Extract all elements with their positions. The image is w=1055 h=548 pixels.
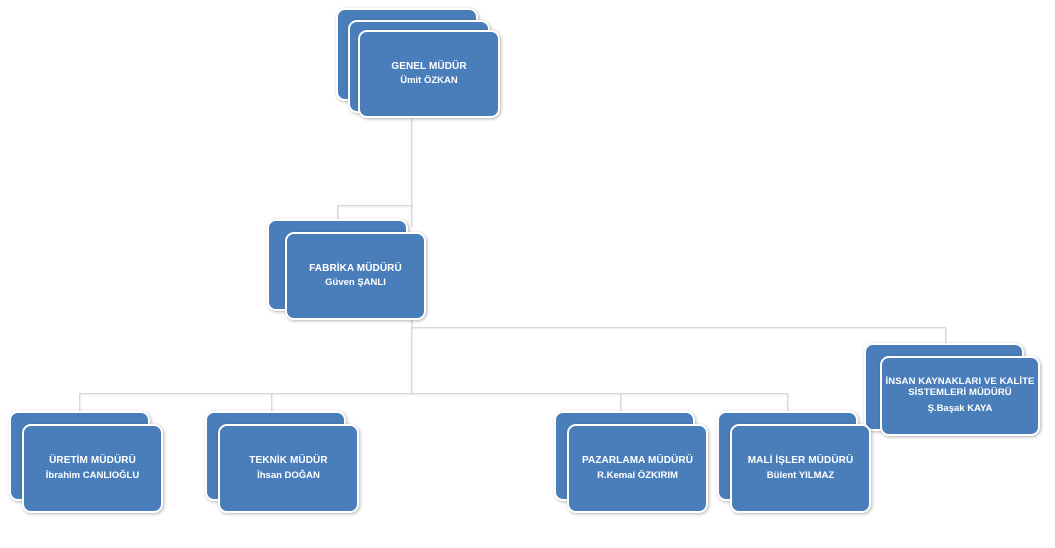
node-pazarlama-muduru-person: R.Kemal ÖZKIRIM: [597, 469, 678, 481]
connector-to-fabrika-stub: [337, 205, 338, 221]
node-genel-mudur-card[interactable]: GENEL MÜDÜR Ümit ÖZKAN: [358, 30, 500, 118]
node-uretim-muduru-person: İbrahim CANLIOĞLU: [45, 469, 140, 481]
node-pazarlama-muduru-card[interactable]: PAZARLAMA MÜDÜRÜ R.Kemal ÖZKIRIM: [567, 424, 708, 513]
node-mali-isler-muduru-title: MALİ İŞLER MÜDÜRÜ: [747, 455, 854, 467]
connector-bus-upper: [411, 327, 946, 328]
connector-to-teknik-stub: [271, 393, 272, 412]
connector-genelmudur-down: [411, 117, 412, 227]
connector-bus-lower: [79, 393, 788, 394]
node-teknik-mudur-person: İhsan DOĞAN: [257, 469, 320, 481]
node-genel-mudur-title: GENEL MÜDÜR: [391, 60, 467, 72]
connector-to-insankaynaklari-stub: [945, 327, 946, 345]
node-uretim-muduru-card[interactable]: ÜRETİM MÜDÜRÜ İbrahim CANLIOĞLU: [22, 424, 163, 513]
connector-to-fabrika-horizontal: [337, 205, 412, 206]
node-insan-kaynaklari-person: Ş.Başak KAYA: [927, 403, 993, 415]
connector-to-uretim-stub: [79, 393, 80, 412]
node-genel-mudur-person: Ümit ÖZKAN: [400, 75, 458, 87]
connector-to-maliisler-stub: [787, 393, 788, 412]
connector-to-pazarlama-stub: [620, 393, 621, 412]
node-mali-isler-muduru-card[interactable]: MALİ İŞLER MÜDÜRÜ Bülent YILMAZ: [730, 424, 871, 513]
connector-fabrika-down: [411, 310, 412, 394]
node-insan-kaynaklari-title: İNSAN KAYNAKLARI VE KALİTE SİSTEMLERİ MÜ…: [885, 375, 1035, 398]
node-fabrika-muduru-card[interactable]: FABRİKA MÜDÜRÜ Güven ŞANLI: [285, 232, 426, 320]
node-fabrika-muduru-person: Güven ŞANLI: [325, 277, 386, 289]
node-teknik-mudur-card[interactable]: TEKNİK MÜDÜR İhsan DOĞAN: [218, 424, 359, 513]
node-insan-kaynaklari-card[interactable]: İNSAN KAYNAKLARI VE KALİTE SİSTEMLERİ MÜ…: [880, 356, 1040, 436]
node-fabrika-muduru-title: FABRİKA MÜDÜRÜ: [309, 262, 402, 274]
node-teknik-mudur-title: TEKNİK MÜDÜR: [249, 455, 328, 467]
node-mali-isler-muduru-person: Bülent YILMAZ: [766, 469, 835, 481]
node-uretim-muduru-title: ÜRETİM MÜDÜRÜ: [49, 455, 136, 467]
node-pazarlama-muduru-title: PAZARLAMA MÜDÜRÜ: [581, 455, 694, 467]
